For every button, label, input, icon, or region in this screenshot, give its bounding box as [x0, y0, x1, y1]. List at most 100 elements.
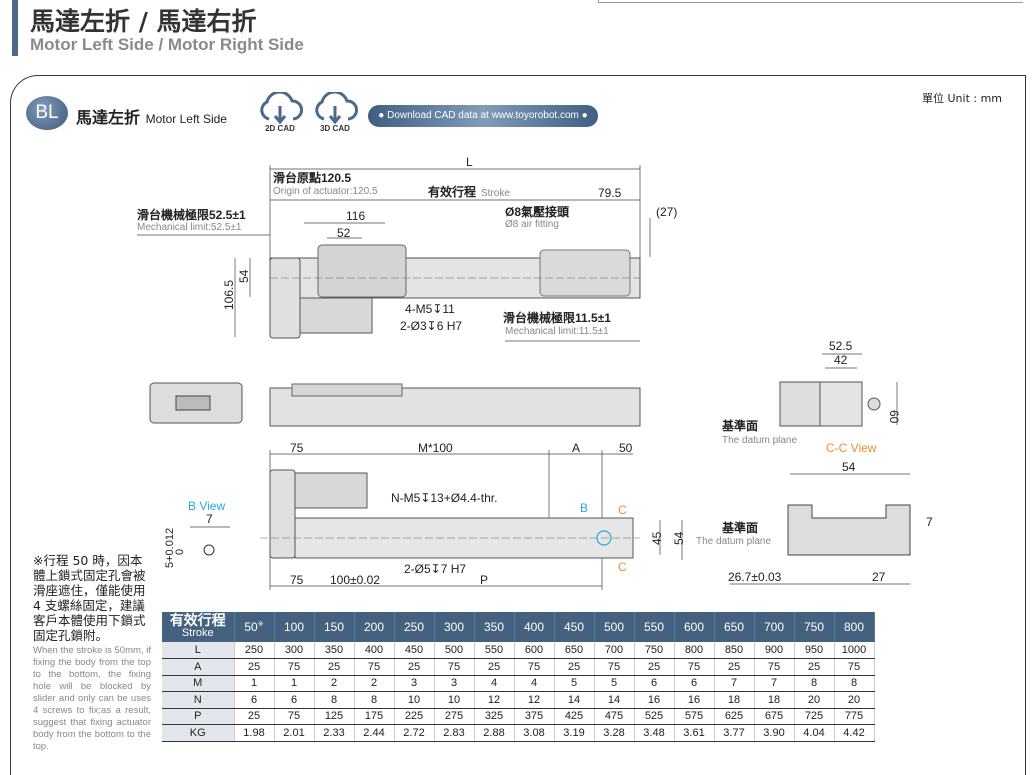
- stroke-50-note: ※行程 50 時，因本體上鎖式固定孔會被滑座遮住，僅能使用 4 支螺絲固定，建議…: [33, 553, 151, 753]
- stroke-column-header: 300: [434, 612, 475, 642]
- table-cell: 25: [474, 658, 515, 676]
- table-cell: 8: [834, 675, 875, 692]
- dim-7: 7: [206, 512, 213, 526]
- dim-60: 60: [887, 410, 901, 424]
- table-cell: 75: [754, 658, 795, 676]
- stroke-value: 150: [323, 620, 345, 634]
- stroke-value: 650: [723, 620, 745, 634]
- table-cell: 450: [394, 642, 435, 659]
- table-cell: 3.90: [754, 724, 795, 742]
- row-label: M: [162, 675, 235, 692]
- dim-45: 45: [650, 531, 664, 545]
- stroke-value: 300: [443, 620, 465, 634]
- stroke-label-en: Stroke: [481, 188, 510, 199]
- table-cell: 2.44: [354, 724, 395, 742]
- table-cell: 3.28: [594, 724, 635, 742]
- mech-limit-left-en: Mechanical limit:52.5±1: [137, 222, 242, 233]
- section-title-zh: 馬達左折: [76, 108, 141, 127]
- table-cell: 900: [754, 642, 795, 659]
- table-cell: 75: [834, 658, 875, 676]
- table-cell: 75: [434, 658, 475, 676]
- table-cell: 18: [754, 691, 795, 709]
- actuator-end-view: 基準面 The datum plane 52.5 42 60: [721, 339, 901, 446]
- table-cell: 2.72: [394, 724, 435, 742]
- table-cell: 775: [834, 708, 875, 725]
- table-cell: 750: [634, 642, 675, 659]
- stroke-value: 500: [603, 620, 625, 634]
- table-cell: 3.08: [514, 724, 555, 742]
- stroke-value: 700: [763, 620, 785, 634]
- cad-3d-label: 3D CAD: [320, 124, 350, 133]
- stroke-column-header: 100: [274, 612, 315, 642]
- table-cell: 225: [394, 708, 435, 725]
- download-cad-link[interactable]: ● Download CAD data at www.toyorobot.com…: [368, 105, 598, 127]
- table-cell: 7: [754, 675, 795, 692]
- table-cell: 20: [834, 691, 875, 709]
- table-cell: 2.33: [314, 724, 355, 742]
- cloud-download-icon: [315, 92, 358, 124]
- stroke-value: 100: [283, 620, 305, 634]
- table-cell: 1: [234, 675, 275, 692]
- table-cell: 8: [794, 675, 835, 692]
- mech-limit-right-en: Mechanical limit:11.5±1: [505, 326, 609, 337]
- table-cell: 8: [354, 691, 395, 709]
- air-fitting-en: Ø8 air fitting: [505, 219, 559, 230]
- row-label: A: [162, 658, 235, 676]
- table-cell: 1.98: [234, 724, 275, 742]
- b-view-label: B View: [188, 499, 225, 513]
- table-cell: 275: [434, 708, 475, 725]
- table-cell: 20: [794, 691, 835, 709]
- dim-106-5: 106.5: [222, 280, 236, 310]
- cad-2d-download[interactable]: 2D CAD: [256, 92, 304, 133]
- stroke-column-header: 450: [554, 612, 595, 642]
- drawing-panel: [10, 75, 1026, 775]
- table-cell: 475: [594, 708, 635, 725]
- stroke-value: 600: [683, 620, 705, 634]
- dim-7: 7: [926, 515, 933, 529]
- stroke-value: 200: [363, 620, 385, 634]
- table-cell: 425: [554, 708, 595, 725]
- stroke-header-en: Stroke: [181, 627, 214, 639]
- air-fitting-zh: Ø8氣壓接頭: [505, 204, 570, 219]
- dim-116: 116: [346, 209, 365, 223]
- page-subtitle: Motor Left Side / Motor Right Side: [30, 35, 304, 54]
- stroke-column-header: 250: [394, 612, 435, 642]
- table-cell: 650: [554, 642, 595, 659]
- table-cell: 6: [674, 675, 715, 692]
- cc-view-label: C-C View: [826, 441, 877, 455]
- stroke-value: 800: [843, 620, 865, 634]
- b-view-marker: [596, 530, 612, 546]
- row-label: N: [162, 691, 235, 709]
- table-cell: 12: [514, 691, 555, 709]
- table-cell: 75: [594, 658, 635, 676]
- dim-42: 42: [834, 353, 848, 367]
- datum-label-en: The datum plane: [722, 435, 797, 446]
- table-cell: 5: [594, 675, 635, 692]
- dim-27: 27: [872, 570, 886, 584]
- table-cell: 2: [314, 675, 355, 692]
- table-cell: 75: [274, 708, 315, 725]
- dimension-lines: [137, 165, 910, 590]
- holes-callout: 4-M5↧11: [405, 302, 455, 316]
- footnote-mark: ※: [257, 621, 264, 628]
- cad-3d-download[interactable]: 3D CAD: [311, 92, 359, 133]
- table-cell: 75: [274, 658, 315, 676]
- tapped-holes-callout: N-M5↧13+Ø4.4-thr.: [391, 491, 497, 505]
- stroke-column-header: 200: [354, 612, 395, 642]
- dim-A: A: [572, 441, 580, 455]
- dim-m100: M*100: [418, 441, 453, 455]
- pin-holes-callout: 2-Ø5↧7 H7: [404, 562, 466, 576]
- table-cell: 8: [314, 691, 355, 709]
- stroke-column-header: 800: [834, 612, 875, 642]
- table-cell: 3.77: [714, 724, 755, 742]
- table-cell: 75: [354, 658, 395, 676]
- cc-section-view: 基準面 The datum plane C-C View 54 7 26.7±0…: [696, 441, 933, 584]
- table-cell: 600: [514, 642, 555, 659]
- actuator-bottom-view: [260, 469, 640, 559]
- stroke-header-zh: 有效行程: [169, 612, 226, 628]
- table-cell: 16: [634, 691, 675, 709]
- table-cell: 1: [274, 675, 315, 692]
